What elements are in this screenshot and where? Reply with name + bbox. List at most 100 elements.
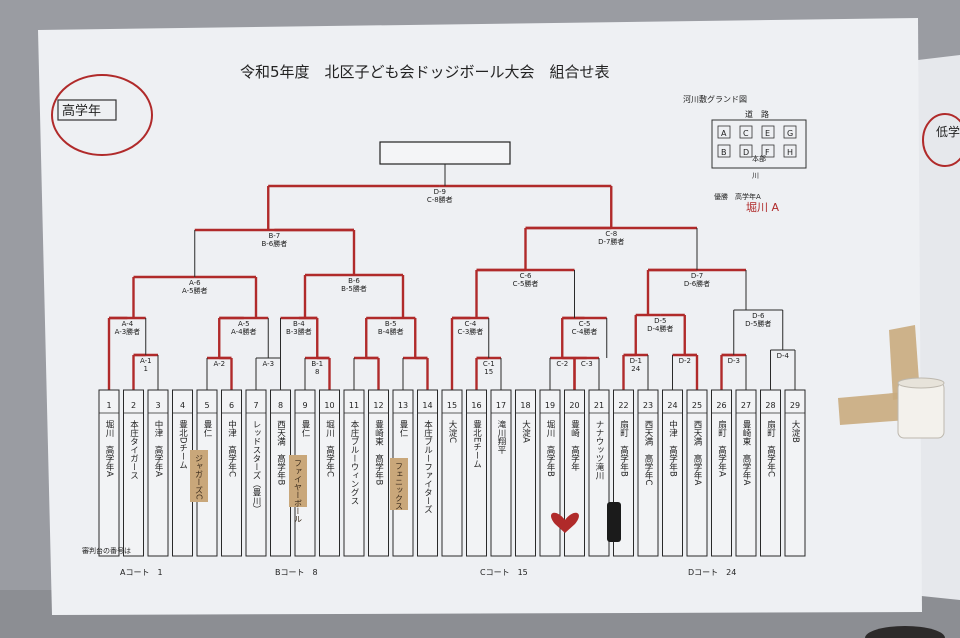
court-label: Dコート 24 [688, 568, 736, 577]
team-number: 27 [741, 401, 751, 410]
team-entry: 15 大淀C [441, 389, 463, 557]
team-name: 豊崎東 高学年A [741, 419, 751, 485]
map-court-label: A [721, 129, 727, 138]
team-number: 19 [545, 401, 555, 410]
team-number: 12 [373, 401, 383, 410]
team-box [490, 389, 512, 557]
team-name: 豊北Eチーム [472, 419, 482, 467]
match-label: C-3 [581, 360, 593, 368]
match-label: C-5勝者 [513, 279, 539, 288]
map-court-A [717, 125, 731, 139]
match-label: C-1 [483, 360, 495, 368]
right-poster-label: 低学 [936, 124, 960, 139]
match-label: B-4 [293, 320, 305, 328]
team-number: 8 [278, 401, 283, 410]
map-road: 道 路 [745, 109, 769, 119]
team-number: 22 [618, 401, 628, 410]
paper-cup-rim [897, 377, 945, 389]
team-box [588, 389, 610, 557]
champion-box [379, 141, 511, 165]
match-label: C-3勝者 [457, 327, 483, 336]
sticky-note: ジャガーズC [190, 450, 208, 502]
team-number: 15 [447, 401, 457, 410]
sticky-note: フェニックス [390, 458, 408, 510]
sticky-note-paper [289, 455, 307, 507]
match-label: A-1 [140, 357, 152, 365]
sticky-note-text: フェニックス [395, 462, 404, 510]
team-entry: 19 堀川 高学年B [539, 389, 561, 557]
match-label: C-5 [579, 320, 591, 328]
match-label: C-8 [605, 230, 617, 238]
map-court-H [783, 144, 797, 158]
match-label: C-2 [556, 360, 568, 368]
team-number: 11 [349, 401, 359, 410]
map-hq: 本部 [752, 154, 766, 163]
team-box [319, 389, 340, 557]
team-name: 扇町 高学年A [717, 419, 727, 477]
court-label: Bコート 8 [275, 568, 318, 577]
team-box [245, 389, 267, 557]
team-number: 28 [765, 401, 775, 410]
team-number: 16 [471, 401, 481, 410]
sticky-note: ファイヤーボール [289, 455, 307, 523]
match-label: D-3 [728, 357, 740, 365]
match-label: C-4 [464, 320, 476, 328]
team-number: 13 [398, 401, 408, 410]
map-court-label: B [721, 148, 727, 157]
prize-label: 優勝 高学年A [714, 192, 761, 201]
right-poster-circle [922, 113, 960, 167]
team-name: 西天満 高学年A [692, 420, 702, 486]
team-box [368, 389, 389, 557]
match-label: B-5勝者 [341, 284, 367, 293]
division-box [57, 99, 117, 121]
team-number: 26 [716, 401, 726, 410]
team-box [343, 389, 365, 557]
team-number: 21 [594, 401, 604, 410]
match-label: C-4勝者 [572, 327, 598, 336]
team-name: 本庄タイガース [129, 419, 139, 479]
match-label: D-6 [752, 312, 765, 320]
match-label: B-4勝者 [378, 327, 404, 336]
team-number: 17 [496, 401, 506, 410]
match-label: A-5勝者 [182, 286, 208, 295]
poster-title: 令和5年度 北区子ども会ドッジボール大会 組合せ表 [240, 63, 610, 81]
match-label: D-5 [654, 317, 666, 325]
heart-doodle [551, 512, 579, 533]
map-court-G [783, 125, 797, 139]
match-label: D-4 [777, 352, 790, 360]
team-box [760, 389, 781, 557]
team-entry: 11 本庄ブルーウィングス [343, 389, 365, 557]
team-name: 本庄ブルーウィングス [349, 419, 359, 505]
team-box [515, 389, 536, 557]
team-box [637, 389, 659, 557]
team-box [221, 389, 242, 557]
team-entry: 6中津 高学年C [221, 389, 242, 557]
team-number: 14 [422, 401, 432, 410]
map-court-F [761, 144, 775, 158]
team-number: 5 [204, 401, 209, 410]
match-label: D-7勝者 [598, 237, 624, 246]
map-court-label: H [787, 148, 793, 157]
match-label: D-5勝者 [745, 319, 771, 328]
team-box [784, 389, 806, 557]
team-name: 大淀C [447, 419, 457, 443]
team-name: 大淀B [790, 419, 800, 443]
match-label: B-6勝者 [261, 239, 287, 248]
paper-cup [897, 381, 945, 439]
map-court-label: F [765, 148, 770, 157]
team-name: 堀川 高学年C [325, 420, 335, 477]
team-name: レッドスターズ（豊川） [251, 420, 261, 514]
match-label: B-7 [268, 232, 280, 240]
team-name: 中津 高学年A [153, 419, 163, 477]
team-number: 2 [131, 401, 136, 410]
team-name: 豊仁 [202, 419, 212, 437]
match-label: D-4勝者 [647, 324, 673, 333]
team-box [466, 389, 487, 557]
team-name: 堀川 高学年A [104, 420, 114, 477]
match-label: A-5 [238, 320, 250, 328]
team-name: 堀川 高学年B [545, 420, 555, 477]
